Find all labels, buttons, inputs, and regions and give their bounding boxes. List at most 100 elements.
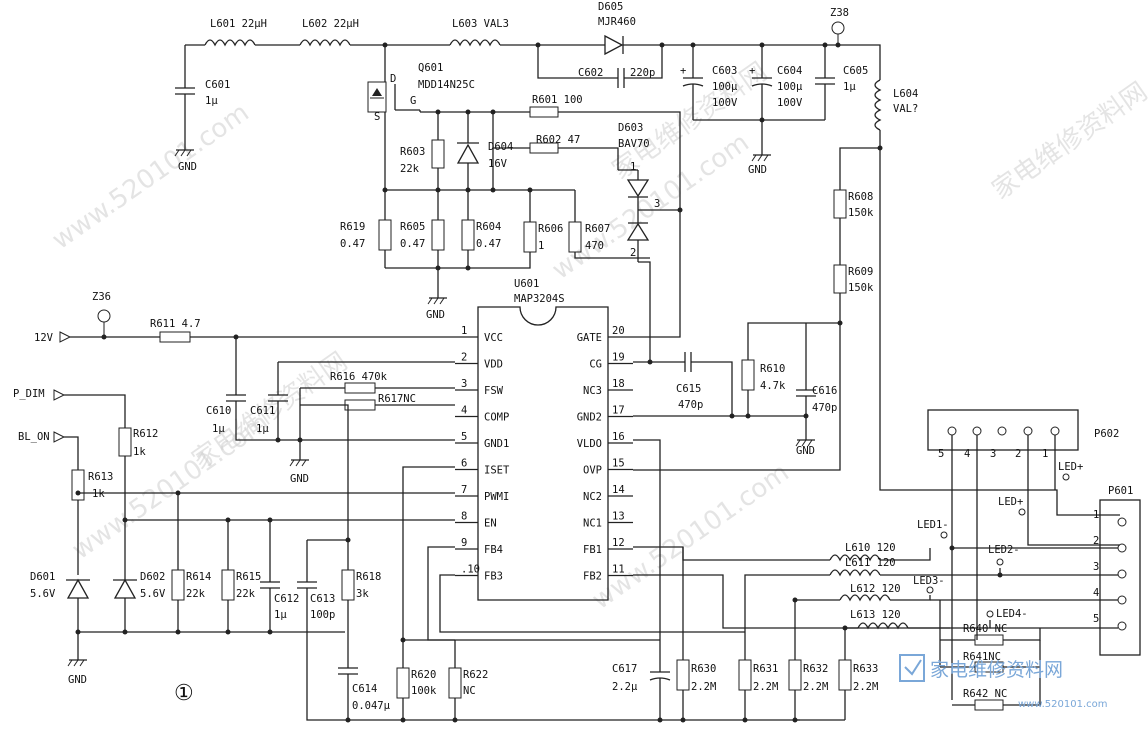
R606-value: 1 [538,240,544,252]
R607-value: 470 [585,240,604,252]
R632-ref: R632 [803,663,828,675]
R610-value: 4.7k [760,380,786,392]
R607-ref: R607 [585,223,610,235]
R603-value: 22k [400,163,420,175]
R632-value: 2.2M [803,681,828,693]
net-led2: LED2- [988,544,1020,556]
gnd-label-comp: GND [290,473,309,485]
R609-ref: R609 [848,266,873,278]
L604-ref: L604 [893,88,918,100]
P601-pin-2: 2 [1093,535,1099,547]
ic-pin-number: 9 [461,537,467,549]
gnd-label-cg: GND [796,445,815,457]
R605-value: 0.47 [400,238,425,250]
Q601-pin-g: G [410,95,416,107]
D602-value: 5.6V [140,588,166,600]
Q601-ref: Q601 [418,62,443,74]
C610-ref: C610 [206,405,231,417]
C605-value: 1μ [843,81,856,93]
ic-pin-name: EN [484,518,497,530]
net-p-dim: P_DIM [13,388,45,400]
L611-label: L611 120 [845,557,896,569]
ic-pin-number: 8 [461,511,467,523]
ic-pin-number: 19 [612,352,625,364]
led-inductors [682,547,1001,632]
R614-value: 22k [186,588,206,600]
R601-label: R601 100 [532,94,583,106]
P602-connector [927,409,1120,700]
C614-ref: C614 [352,683,377,695]
ic-pin-name: FB4 [484,544,503,556]
brand-logo [899,654,925,682]
gnd-label-sense: GND [426,309,445,321]
R614-ref: R614 [186,571,211,583]
Z38-testpoint [831,21,845,35]
P601-pin-4: 4 [1093,587,1099,599]
C602-value: 220p [630,67,655,79]
C612-value: 1μ [274,609,287,621]
R619-ref: R619 [340,221,365,233]
U601-value: MAP3204S [514,293,565,305]
gnd-label-c604: GND [748,164,767,176]
ic-pin-number: .10 [461,564,480,576]
vcc-input [59,309,455,343]
C617-value: 2.2μ [612,681,638,693]
R603-ref: R603 [400,146,425,158]
R641-label: R641NC [963,651,1001,663]
net-12v: 12V [34,332,54,344]
D601-value: 5.6V [30,588,56,600]
brand-name: 家电维修资料网 [930,659,1063,681]
ic-pin-name: GND1 [484,438,509,450]
D604-ref: D604 [488,141,513,153]
net-led4: LED4- [996,608,1028,620]
R606-ref: R606 [538,223,563,235]
C601-value: 1μ [205,95,218,107]
watermark-url-1: www.520101.com [47,98,255,256]
ic-pin-name: NC3 [583,385,602,397]
C615-ref: C615 [676,383,701,395]
fb-lines-left [427,546,745,641]
ic-pin-name: GND2 [577,412,602,424]
C617-ref: C617 [612,663,637,675]
R618-ref: R618 [356,571,381,583]
ic-pin-name: VLDO [577,438,602,450]
L613-label: L613 120 [850,609,901,621]
vldo-fb-network [633,439,950,723]
ic-pin-name: VDD [484,359,503,371]
P602-pin-5: 5 [938,448,944,460]
R611-label: R611 4.7 [150,318,201,330]
U601-ic [477,306,609,601]
ic-pin-name: GATE [577,332,602,344]
ic-pin-number: 1 [461,325,467,337]
ic-pin-name: FB1 [583,544,602,556]
P602-pin-4: 4 [964,448,970,460]
ic-pin-number: 15 [612,458,625,470]
ic-pin-name: NC1 [583,518,602,530]
top-rail [185,34,881,80]
Z38-label: Z38 [830,7,849,19]
D605-ref: D605 [598,1,623,13]
R612-ref: R612 [133,428,158,440]
C616-ref: C616 [812,385,837,397]
C604-ref: C604 [777,65,802,77]
C603-voltage: 100V [712,97,738,109]
C604-value: 100μ [777,81,803,93]
ic-pin-number: 6 [461,458,467,470]
R613-ref: R613 [88,471,113,483]
R618-value: 3k [356,588,369,600]
ic-pin-name: OVP [583,465,602,477]
P601-pin-1: 1 [1093,509,1099,521]
svg-text:+: + [680,65,686,77]
ic-pin-name: ISET [484,465,510,477]
C605-ref: C605 [843,65,868,77]
D601-ref: D601 [30,571,55,583]
C611-ref: C611 [250,405,275,417]
ic-pin-name: FB3 [484,571,503,583]
R608-ref: R608 [848,191,873,203]
ic-pin-name: FB2 [583,571,602,583]
ic-pin-name: PWMI [484,491,509,503]
figure-marker: ① [174,681,194,706]
R612-value: 1k [133,446,146,458]
C610-value: 1μ [212,423,225,435]
